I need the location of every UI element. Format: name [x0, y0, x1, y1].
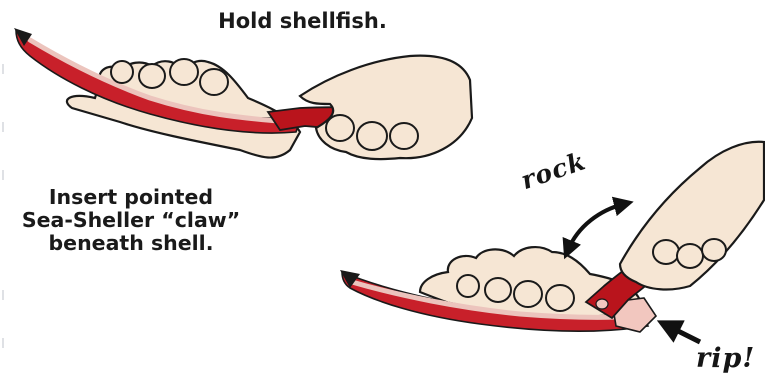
edge-mark — [2, 64, 16, 74]
rip-arrow-icon — [668, 326, 700, 342]
caption-hold-shellfish: Hold shellfish. — [195, 10, 410, 34]
edge-mark — [2, 170, 16, 180]
caption-line: Insert pointed — [0, 186, 262, 209]
label-rip: rip! — [696, 343, 755, 374]
edge-mark — [2, 290, 16, 300]
edge-mark — [2, 122, 16, 132]
edge-mark — [2, 338, 16, 348]
caption-line: beneath shell. — [0, 232, 262, 255]
top-scene — [14, 28, 472, 159]
caption-line: Sea-Sheller “claw” — [0, 209, 262, 232]
rock-arrow-icon — [568, 204, 624, 250]
caption-insert-claw: Insert pointed Sea-Sheller “claw” beneat… — [0, 186, 262, 255]
